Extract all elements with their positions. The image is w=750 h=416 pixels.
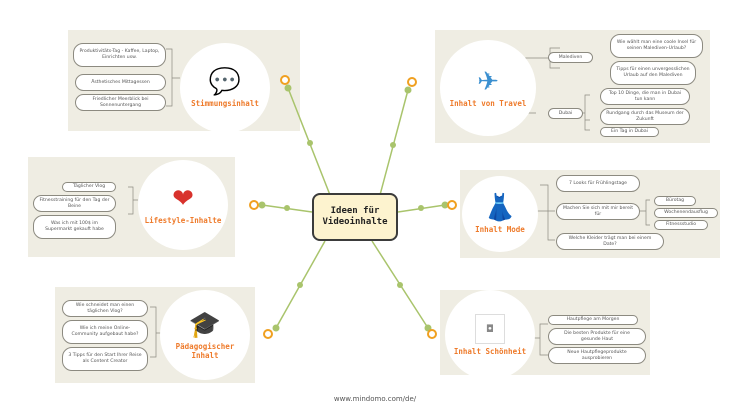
footer-url[interactable]: www.mindomo.com/de/ <box>333 395 417 403</box>
connector-dot <box>272 324 280 332</box>
expand-handle <box>263 329 273 339</box>
connector-dot <box>397 282 403 288</box>
connector-dot <box>441 201 449 209</box>
list-item[interactable]: Malediven <box>548 52 593 63</box>
list-item[interactable]: Fitnesstraining für den Tag der Beine <box>33 195 116 212</box>
list-item[interactable]: 3 Tipps für den Start Ihrer Reise als Co… <box>62 347 148 371</box>
connector-dot <box>404 86 412 94</box>
expand-handle <box>280 75 290 85</box>
list-item[interactable]: Ästhetisches Mittagessen <box>75 74 166 91</box>
connector-dot <box>418 205 424 211</box>
list-item[interactable]: Tipps für einen unvergesslichen Urlaub a… <box>610 61 696 85</box>
expand-handle <box>407 77 417 87</box>
topic-title: Lifestyle-Inhalte <box>144 216 222 225</box>
expand-handle <box>249 200 259 210</box>
list-item[interactable]: Wie schneidet man einen täglichen Vlog? <box>62 300 148 317</box>
list-item[interactable]: Hautpflege am Morgen <box>548 315 638 325</box>
heart-speech-bubble-icon: 💬 <box>208 67 242 97</box>
list-item[interactable]: Dubai <box>548 108 583 119</box>
topic-beauty[interactable]: ◘ Inhalt Schönheit <box>445 290 535 380</box>
connector-dot <box>284 205 290 211</box>
list-item[interactable]: Top 10 Dinge, die man in Dubai tun kann <box>600 88 690 105</box>
list-item[interactable]: Die besten Produkte für eine gesunde Hau… <box>548 328 646 345</box>
list-item[interactable]: Neue Hautpflegeprodukte ausprobieren <box>548 347 646 364</box>
topic-fashion[interactable]: 👗 Inhalt Mode <box>462 176 538 252</box>
connector-dot <box>297 282 303 288</box>
list-item[interactable]: Wie wählt man eine coole Insel für seine… <box>610 34 703 58</box>
list-item[interactable]: Bürotag <box>654 196 696 206</box>
connector-dot <box>258 201 266 209</box>
list-item[interactable]: Täglicher Vlog <box>62 182 116 192</box>
list-item[interactable]: Friedlicher Meerblick bei Sonnenuntergan… <box>75 94 166 111</box>
list-item[interactable]: Rundgang durch das Museum der Zukunft <box>600 108 690 125</box>
topic-title: Inhalt Schönheit <box>453 347 527 356</box>
central-topic[interactable]: Ideen für Videoinhalte <box>312 193 398 241</box>
list-item[interactable]: Wochenendausflug <box>654 208 718 218</box>
heart-fitness-icon: ❤ <box>172 184 194 214</box>
expand-handle <box>447 200 457 210</box>
list-item[interactable]: Produktivitäts-Tag - Kaffee, Laptop, Ein… <box>73 43 166 67</box>
connector-dot <box>307 140 313 146</box>
topic-title: Pädagogischer Inhalt <box>175 341 235 360</box>
central-topic-label: Ideen für Videoinhalte <box>322 206 388 227</box>
list-item[interactable]: Welche Kleider trägt man bei einem Date? <box>556 233 664 250</box>
graduation-cap-icon: 🎓 <box>188 309 222 340</box>
connector-dot <box>390 142 396 148</box>
list-item[interactable]: Machen Sie sich mit mir bereit für <box>556 203 640 220</box>
topic-title: Inhalt Mode <box>475 225 525 234</box>
airplane-icon: ✈ <box>477 67 499 97</box>
topic-lifestyle[interactable]: ❤ Lifestyle-Inhalte <box>138 160 228 250</box>
topic-travel[interactable]: ✈ Inhalt von Travel <box>440 40 536 136</box>
dress-icon: 👗 <box>483 193 517 223</box>
list-item[interactable]: 7 Looks für Frühlingstage <box>556 175 640 192</box>
expand-handle <box>427 329 437 339</box>
camera-placeholder-icon: ◘ <box>475 314 505 344</box>
list-item[interactable]: Wie ich meine Online-Community aufgebaut… <box>62 320 148 344</box>
topic-education[interactable]: 🎓 Pädagogischer Inhalt <box>160 290 250 380</box>
topic-title: Inhalt von Travel <box>449 99 527 108</box>
list-item[interactable]: Was ich mit 100$ im Supermarkt gekauft h… <box>33 215 116 239</box>
topic-title: Stimmungsinhalt <box>191 99 259 108</box>
connector-dot <box>284 84 292 92</box>
list-item[interactable]: Ein Tag in Dubai <box>600 127 659 137</box>
topic-mood[interactable]: 💬 Stimmungsinhalt <box>180 43 270 133</box>
list-item[interactable]: Fitnessstudio <box>654 220 708 230</box>
